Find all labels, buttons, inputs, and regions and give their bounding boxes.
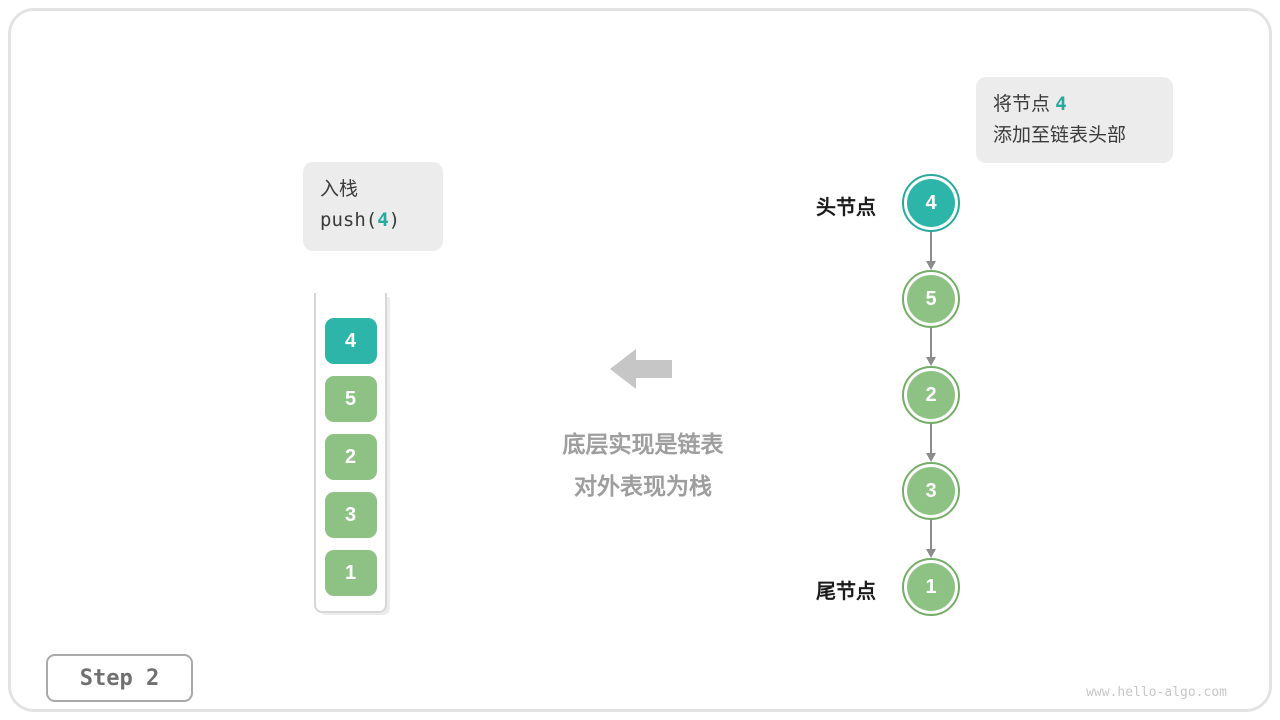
annotation-text: 将节点 [993,94,1051,115]
push-title: 入栈 [320,179,359,200]
watermark: www.hello-algo.com [1086,685,1227,700]
annotation-value: 4 [1055,93,1067,115]
arrow-down-connector [926,424,936,462]
head-node-label: 头节点 [816,197,876,219]
node-value: 1 [907,563,955,611]
tail-node-label: 尾节点 [816,581,876,603]
linked-list-node: 5 [902,270,960,328]
push-code-value: 4 [377,209,389,231]
stack-item: 5 [324,376,377,422]
linked-list-node: 3 [902,462,960,520]
stack-item: 3 [324,492,377,538]
annotation-line-1: 将节点 4 [993,89,1156,120]
push-code-line: push(4) [320,205,426,236]
annotation-line-2: 添加至链表头部 [993,125,1127,146]
linked-list: 4 5 2 3 1 [902,174,960,616]
node-value: 3 [907,467,955,515]
stack-container: 4 5 2 3 1 [314,293,387,613]
step-badge: Step 2 [46,654,193,702]
node-value: 5 [907,275,955,323]
push-code-suffix: ) [388,209,401,231]
push-code-prefix: push( [320,209,378,231]
caption-line-1: 底层实现是链表 [562,431,724,457]
center-caption: 底层实现是链表 对外表现为栈 [463,423,823,507]
caption-line-2: 对外表现为栈 [574,473,712,499]
stack-item: 1 [324,550,377,596]
push-operation-box: 入栈 push(4) [303,162,443,251]
linked-list-node: 1 [902,558,960,616]
annotation-box: 将节点 4 添加至链表头部 [976,77,1173,163]
node-value: 4 [907,179,955,227]
linked-list-node: 4 [902,174,960,232]
stack-item: 2 [324,434,377,480]
linked-list-node: 2 [902,366,960,424]
arrow-down-connector [926,520,936,558]
arrow-down-connector [926,232,936,270]
page-frame: 将节点 4 添加至链表头部 入栈 push(4) 4 5 2 3 1 底层实现是… [8,8,1272,712]
arrow-down-connector [926,328,936,366]
stack-item: 4 [324,318,377,364]
node-value: 2 [907,371,955,419]
left-arrow-icon [610,347,674,391]
